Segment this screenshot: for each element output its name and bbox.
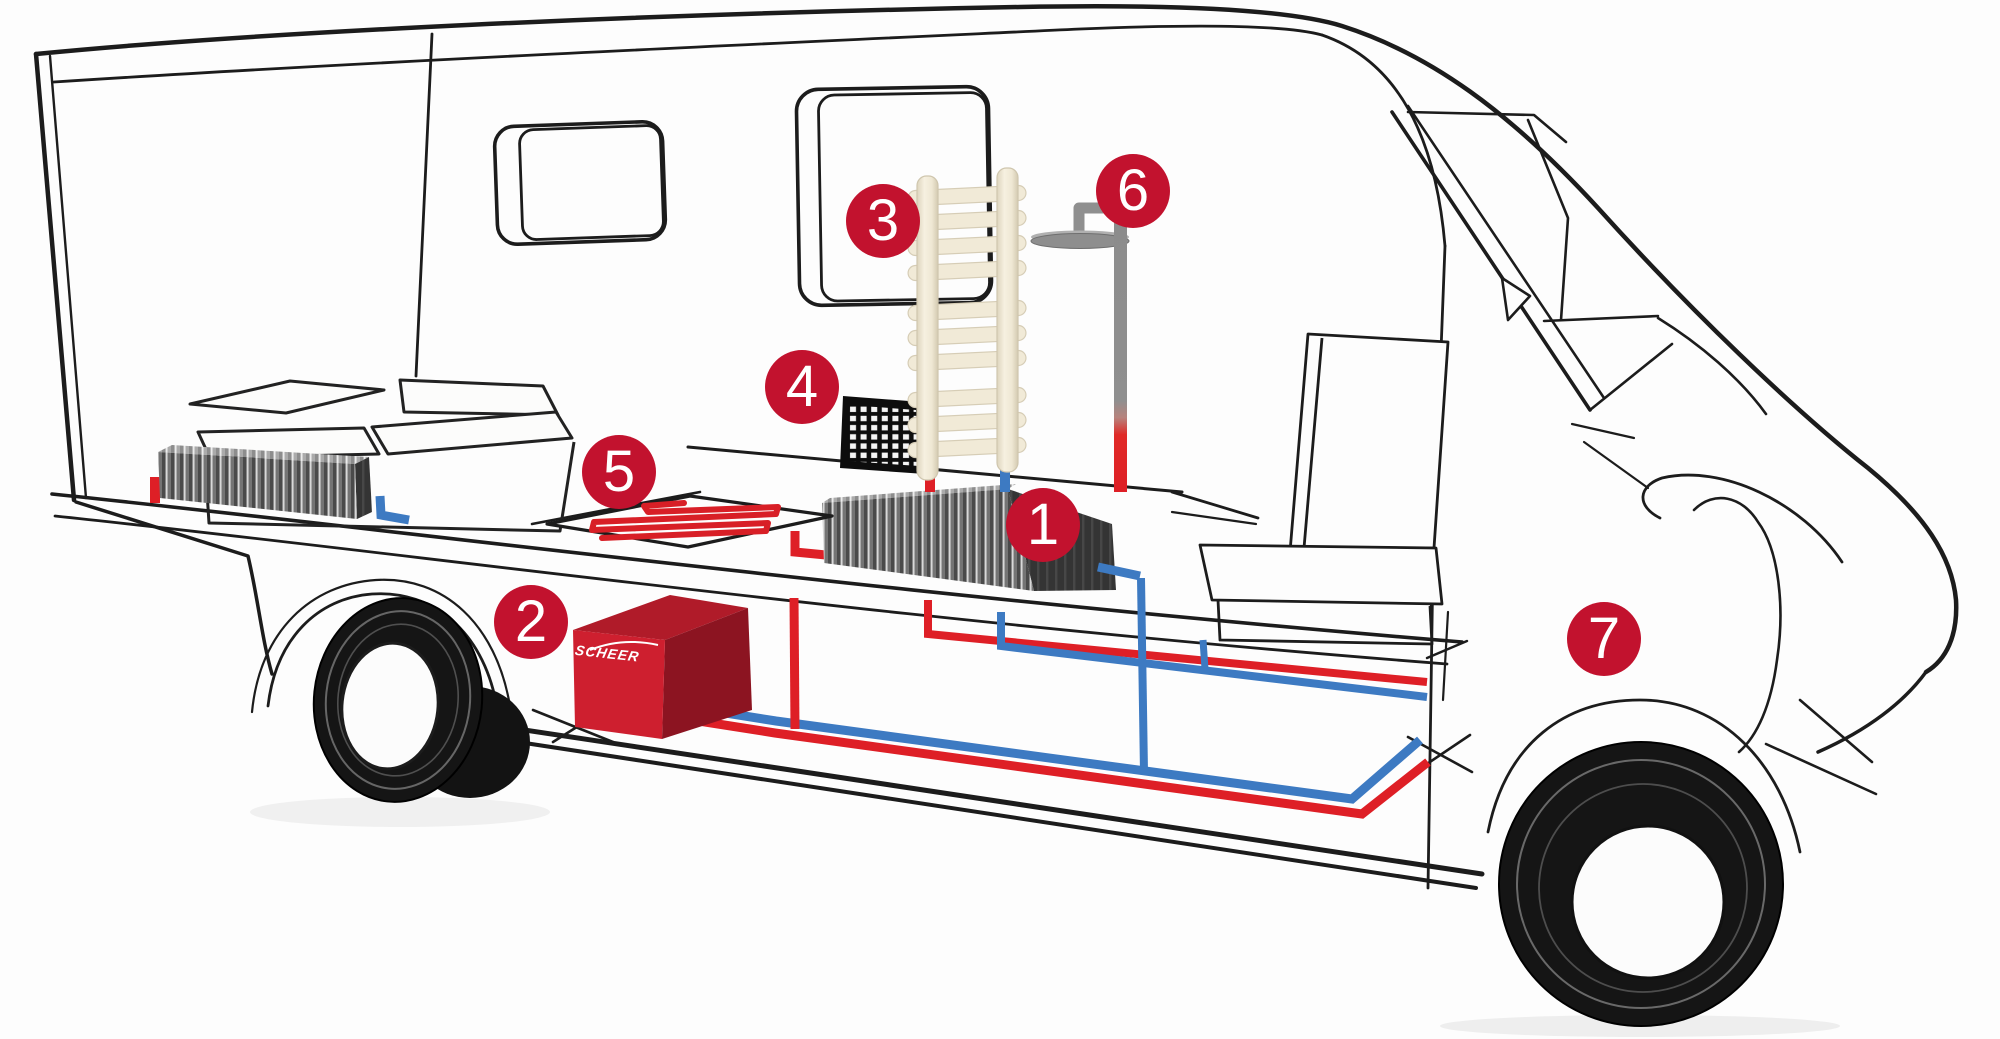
pipe-cold <box>1097 562 1141 581</box>
wheel-hub <box>1570 824 1726 980</box>
marker-2[interactable]: 2 <box>494 585 568 659</box>
marker-7[interactable]: 7 <box>1567 602 1641 676</box>
front-wheel <box>1498 741 1784 1027</box>
rail-post <box>996 167 1019 473</box>
radiator-top <box>158 445 369 464</box>
floor-panel <box>545 494 834 549</box>
underfloor-heating-loop <box>545 494 834 549</box>
seat-base <box>1198 543 1444 606</box>
overcab-line <box>1320 33 1447 248</box>
heater-top-face <box>573 595 748 640</box>
bed-radiator <box>150 445 410 525</box>
shower-riser <box>1114 206 1127 492</box>
pipe-cold <box>375 495 410 525</box>
marker-6[interactable]: 6 <box>1096 154 1170 228</box>
marker-1[interactable]: 1 <box>1006 488 1080 562</box>
pipe-hot <box>790 531 827 560</box>
pipe-hot <box>150 477 160 503</box>
rail-post <box>916 175 939 481</box>
pipe-cold <box>1137 577 1148 774</box>
rear-wheel <box>312 597 530 803</box>
brand-swoosh <box>589 641 659 651</box>
marker-4[interactable]: 4 <box>765 350 839 424</box>
roof-line <box>33 4 1959 675</box>
double-floor-radiator <box>790 484 1141 591</box>
headlight-outline <box>1641 473 1844 564</box>
front-wheel-arch <box>1486 698 1802 854</box>
wheel-hub <box>340 641 440 771</box>
radiator-top <box>822 484 1016 503</box>
skirt-line <box>495 723 1485 877</box>
bumper-line <box>1816 670 1928 754</box>
marker-3[interactable]: 3 <box>846 184 920 258</box>
bed-cushion <box>398 378 560 417</box>
wing-mirror <box>1500 276 1532 322</box>
heater-front-face <box>573 630 665 739</box>
rear-wall-line <box>33 51 77 503</box>
radiator-fins <box>822 489 1034 591</box>
pipe-hot <box>789 597 800 730</box>
heater-side-face <box>662 608 752 739</box>
pipe-cold <box>997 612 1428 701</box>
heater-unit <box>573 595 752 739</box>
partition-line <box>414 32 434 378</box>
bed-cushion <box>188 379 386 415</box>
rear-window <box>492 119 668 247</box>
a-pillar-line <box>1390 110 1592 412</box>
cab-window-line <box>1526 118 1570 322</box>
towel-radiator <box>907 167 1027 492</box>
grille-holes <box>846 405 919 466</box>
pipe-hot <box>924 600 1428 686</box>
pipes <box>685 577 1431 819</box>
radiator-fins <box>158 452 357 519</box>
shower <box>1030 202 1130 492</box>
rear-wheel-arch <box>266 592 498 708</box>
pipe-cold <box>1000 456 1010 492</box>
pipe-hot <box>685 714 1431 819</box>
ceiling-line <box>52 24 1324 84</box>
hood-line <box>1656 316 1768 416</box>
rear-ground-shadow <box>250 797 550 827</box>
floor-line <box>50 492 1464 644</box>
warm-air-grille <box>840 396 925 474</box>
heating-coil <box>589 500 781 541</box>
marker-5[interactable]: 5 <box>582 435 656 509</box>
radiator-end <box>355 457 372 519</box>
pipe-cold <box>1199 639 1209 670</box>
door-edge-line <box>1692 496 1782 754</box>
driver-seat <box>1198 332 1450 646</box>
bed-cushion <box>370 410 574 456</box>
van-body-outline <box>33 4 1959 1037</box>
